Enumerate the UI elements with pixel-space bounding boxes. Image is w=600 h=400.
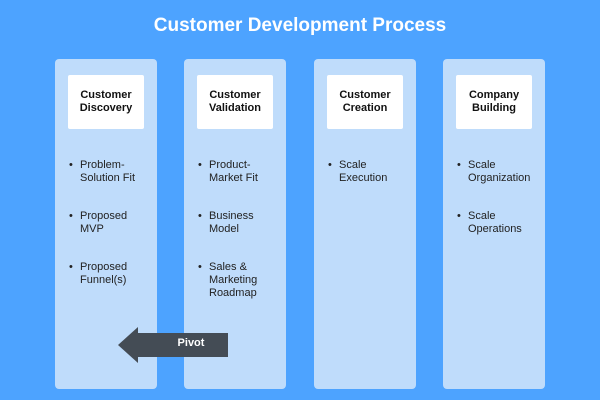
stage-items: Product- Market Fit Business Model Sales… <box>198 159 284 325</box>
stage-customer-discovery: Customer Discovery Problem- Solution Fit… <box>55 59 157 389</box>
stage-item: Scale Execution <box>328 159 414 185</box>
stage-header: Customer Creation <box>327 75 403 129</box>
stage-company-building: Company Building Scale Organization Scal… <box>443 59 545 389</box>
stage-header-label: Customer Validation <box>209 89 261 114</box>
stage-header: Company Building <box>456 75 532 129</box>
stage-header-label: Customer Discovery <box>79 89 133 114</box>
stage-item: Proposed Funnel(s) <box>69 261 155 287</box>
stage-item: Problem- Solution Fit <box>69 159 155 185</box>
stage-item: Scale Operations <box>457 210 543 236</box>
pivot-label: Pivot <box>177 337 205 349</box>
stage-item: Proposed MVP <box>69 210 155 236</box>
left-arrow-icon <box>118 327 228 363</box>
stage-header: Customer Validation <box>197 75 273 129</box>
stage-header-label: Company Building <box>468 89 520 114</box>
stage-items: Scale Organization Scale Operations <box>457 159 543 261</box>
diagram-title: Customer Development Process <box>153 15 447 36</box>
stage-item: Product- Market Fit <box>198 159 284 185</box>
stage-header-label: Customer Creation <box>339 89 391 114</box>
pivot-arrow: Pivot <box>118 327 228 363</box>
stage-item: Business Model <box>198 210 284 236</box>
stage-header: Customer Discovery <box>68 75 144 129</box>
stage-items: Scale Execution <box>328 159 414 210</box>
stage-items: Problem- Solution Fit Proposed MVP Propo… <box>69 159 155 312</box>
stage-item: Scale Organization <box>457 159 543 185</box>
stage-item: Sales & Marketing Roadmap <box>198 261 284 300</box>
stage-customer-creation: Customer Creation Scale Execution <box>314 59 416 389</box>
